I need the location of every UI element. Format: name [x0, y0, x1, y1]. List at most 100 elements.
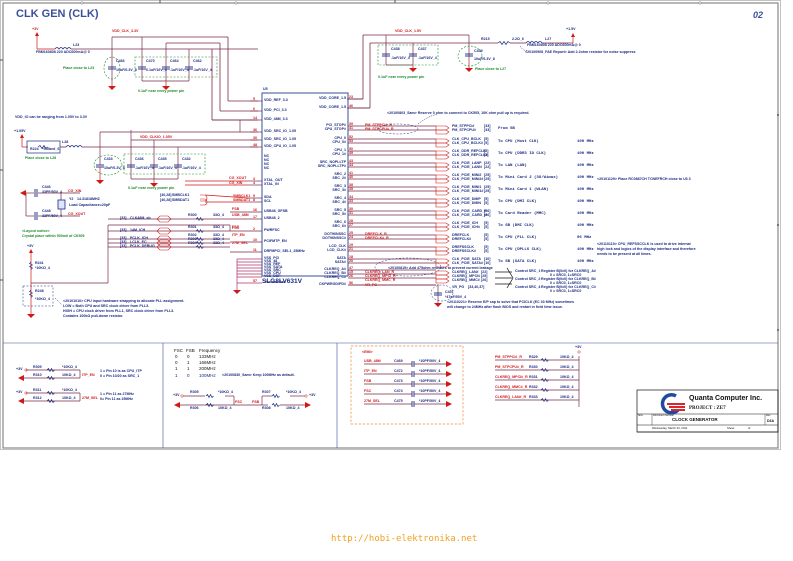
- inductor-part: FBM160808 220 ADC600mA@ 0: [527, 43, 581, 47]
- output-net[interactable]: CLK_PCIE_ICH: [452, 221, 478, 225]
- cap-val: *10PF/50V_4: [419, 399, 441, 403]
- control-desc: Register B(0x0) for CLKREQ_A#: [541, 269, 596, 273]
- input-net[interactable]: PCLK_ICH: [130, 236, 148, 240]
- output-net[interactable]: DREFSSCLK#: [452, 249, 476, 253]
- output-net[interactable]: PM_STPPCI#: [452, 124, 475, 128]
- output-net[interactable]: CLK_PCIE_CARD_P: [452, 209, 487, 213]
- net-label: PM_STPCPU#_R: [365, 127, 394, 131]
- pwrgd-net[interactable]: VR_PG: [452, 285, 465, 289]
- rail-label: +1.5V: [566, 27, 576, 31]
- chip-pin-name: XTAL_OUT: [264, 178, 283, 182]
- emi-label: <EMI>: [362, 350, 373, 354]
- cap-note: 0.1uF near every power pin: [138, 89, 185, 93]
- off-page-connector: [435, 270, 450, 276]
- chip-pin-number: 24: [349, 235, 353, 239]
- cap-val: 0.1uF/16V_4: [146, 68, 167, 72]
- net-label: 27M_SEL: [82, 396, 98, 400]
- inductor-ref: L28: [62, 140, 69, 144]
- page-ref: [25]: [484, 177, 491, 181]
- watermark-link[interactable]: http://hobi-elektronika.net: [331, 534, 478, 544]
- output-net[interactable]: CLK_PCIE_CARD_N: [452, 213, 487, 217]
- freq-table-cell: 166MHz: [199, 360, 216, 365]
- chip-pin-number: 46: [349, 104, 353, 108]
- net-label: FSC: [364, 389, 372, 393]
- output-net[interactable]: CLK_CPU_BCLK#: [452, 141, 483, 145]
- chip-pin-name: VDD_CORE_1.5: [319, 105, 346, 109]
- off-page-connector: [435, 214, 450, 220]
- output-net[interactable]: CLK_PCIE_MINI2: [452, 173, 482, 177]
- output-frequency: 100 MHz: [577, 140, 594, 144]
- page-ref: [40,28]: [160, 198, 172, 202]
- output-net[interactable]: CLK_PCIE_SATA: [452, 257, 482, 261]
- smbus-net[interactable]: SMBCLK1: [172, 193, 190, 197]
- page-ref: [33]: [120, 244, 127, 248]
- input-net[interactable]: CLK48M_sb: [130, 216, 151, 220]
- chip-pin-number: 6: [253, 107, 255, 111]
- output-net[interactable]: CLK_DDR_REFCLK#: [452, 153, 488, 157]
- chip-pin-name: NC: [264, 166, 270, 170]
- clkreq-net[interactable]: CLKREQ_MMC#: [452, 278, 480, 282]
- chip-pin-name: VDD_CPU_IO_1.05: [264, 144, 296, 148]
- output-net[interactable]: CLK_PCIE_ICH#: [452, 225, 480, 229]
- clkreq-net[interactable]: CLKREQ_LAN#: [452, 270, 479, 274]
- control-label: Control SRC_1: [515, 269, 541, 273]
- cap-val: *10PF/50V_4: [419, 359, 441, 363]
- off-page-connector: [435, 154, 450, 160]
- chip-pin-number: 11: [253, 248, 257, 252]
- chip-pin-number: 8: [253, 198, 255, 202]
- off-page-connector: [435, 138, 450, 144]
- rail-label: +3V: [27, 244, 34, 248]
- input-net[interactable]: PCLK_DEBUG: [130, 244, 155, 248]
- input-net[interactable]: 14M_ICH: [130, 228, 146, 232]
- smbus-net[interactable]: SMBDAT1: [172, 198, 190, 202]
- page-number: 02: [753, 10, 764, 20]
- chip-pin-number: 20: [349, 259, 353, 263]
- control-label: Control SRC_2: [515, 277, 541, 281]
- chip-pin-name: SATA#: [334, 260, 346, 264]
- page-ref: [26]: [481, 278, 488, 282]
- cap-ref: C435: [158, 157, 167, 161]
- output-net[interactable]: PM_STPCPU#: [452, 128, 476, 132]
- net-label: USB_48M: [232, 213, 249, 217]
- page-ref: [5]: [484, 249, 489, 253]
- chip-pin-name: SRC_6#: [332, 224, 346, 228]
- net-label: FSC: [235, 400, 243, 404]
- company-name: Quanta Computer Inc.: [689, 395, 763, 402]
- input-net[interactable]: LCLK_EC: [130, 240, 147, 244]
- page-ref: [33]: [120, 240, 127, 244]
- output-net[interactable]: CLK_PCIE_MINI1: [452, 185, 482, 189]
- output-net[interactable]: DREFCLK#: [452, 237, 472, 241]
- rail-label: +3V: [16, 367, 23, 371]
- chip-pin-name: CKPWRGD/PD#: [319, 282, 346, 286]
- design-note: LOW = Both CPU and SRC clock driver from…: [63, 304, 150, 308]
- chip-pin-name: VDD_SRC_IO_1.05: [264, 137, 296, 141]
- net-label: 27M_SEL: [232, 241, 248, 245]
- page-ref: [33]: [120, 216, 127, 220]
- chip-pin-name: NC: [264, 154, 270, 158]
- page-ref: [22]: [481, 270, 488, 274]
- output-net[interactable]: DREFCLK: [452, 233, 470, 237]
- output-net[interactable]: CLK_CPU_BCLK: [452, 137, 481, 141]
- cap-val: .1uF/16V_4: [391, 56, 410, 60]
- output-net[interactable]: CLK_PCIE_SATA#: [452, 261, 484, 265]
- inductor-ref: L23: [73, 43, 80, 47]
- chip-pin-name: SRC_NOPLLTP#: [317, 164, 346, 168]
- output-net[interactable]: CLK_PCIE_MINI2#: [452, 177, 484, 181]
- off-page-connector: [435, 174, 450, 180]
- res-val: *10KΩ_4: [62, 365, 77, 369]
- res-ref: R332: [529, 385, 538, 389]
- clkreq-net[interactable]: CLKREQ_MPCI#: [452, 274, 481, 278]
- output-net[interactable]: DREFSSCLK: [452, 245, 474, 249]
- rail-label: +3V: [16, 390, 23, 394]
- output-net[interactable]: CLK_PCIE_DMIP: [452, 197, 481, 201]
- output-net[interactable]: CLK_PCIE_LANP: [452, 161, 482, 165]
- output-net[interactable]: CLK_PCIE_DMIN: [452, 201, 481, 205]
- output-net[interactable]: CLK_PCIE_MINI1#: [452, 189, 484, 193]
- output-destination: To LAN (LAN): [498, 164, 527, 168]
- control-sub: 0 = SRC0, 1=SRC0: [550, 281, 582, 285]
- output-net[interactable]: CLK_PCIE_LANN: [452, 165, 482, 169]
- chip-pin-number: 39: [349, 122, 353, 126]
- output-net[interactable]: CLK_DDR_REFCLK: [452, 149, 486, 153]
- chip-pin-number: 53: [349, 139, 353, 143]
